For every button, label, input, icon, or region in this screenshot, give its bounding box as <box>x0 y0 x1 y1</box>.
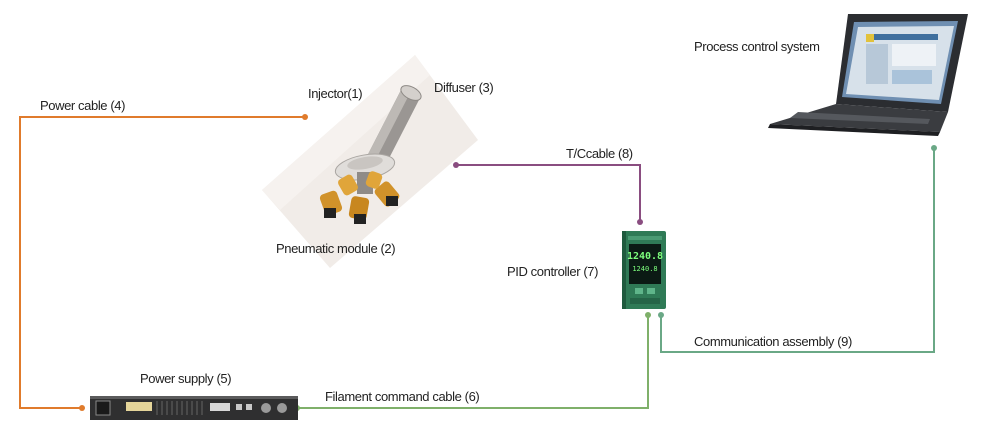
power-cable-start-dot <box>79 405 85 411</box>
pid-controller-icon <box>622 231 666 309</box>
filament-cable-start-dot <box>645 312 651 318</box>
filament-cable-line <box>297 315 649 409</box>
label-pneumatic-module: Pneumatic module (2) <box>276 241 396 256</box>
power-supply-icon <box>90 396 298 420</box>
label-tc-cable: T/Ccable (8) <box>566 146 633 161</box>
label-power-supply: Power supply (5) <box>140 371 232 386</box>
injector-photo <box>262 55 478 268</box>
flange-icon <box>334 153 396 194</box>
power-cable-line <box>19 116 305 409</box>
pid-main-readout: 1240.8 <box>627 251 663 262</box>
communication-line <box>660 148 935 353</box>
power-cable-end-dot <box>302 114 308 120</box>
label-power-cable: Power cable (4) <box>40 98 126 113</box>
label-diffuser: Diffuser (3) <box>434 80 494 95</box>
label-process-control-system: Process control system <box>694 39 820 54</box>
label-pid-controller: PID controller (7) <box>507 264 599 279</box>
communication-start-dot <box>931 145 937 151</box>
diffuser-tube-icon <box>364 85 422 172</box>
tc-cable-line <box>456 164 641 222</box>
label-communication-assembly: Communication assembly (9) <box>694 334 852 349</box>
label-filament-command-cable: Filament command cable (6) <box>325 389 480 404</box>
tc-cable-start-dot <box>637 219 643 225</box>
pneumatic-valves-icon <box>319 171 400 224</box>
laptop-icon <box>768 14 968 136</box>
tc-cable-end-dot <box>453 162 459 168</box>
label-injector: Injector(1) <box>308 86 363 101</box>
pid-sub-readout: 1240.8 <box>632 265 657 273</box>
communication-end-dot <box>658 312 664 318</box>
